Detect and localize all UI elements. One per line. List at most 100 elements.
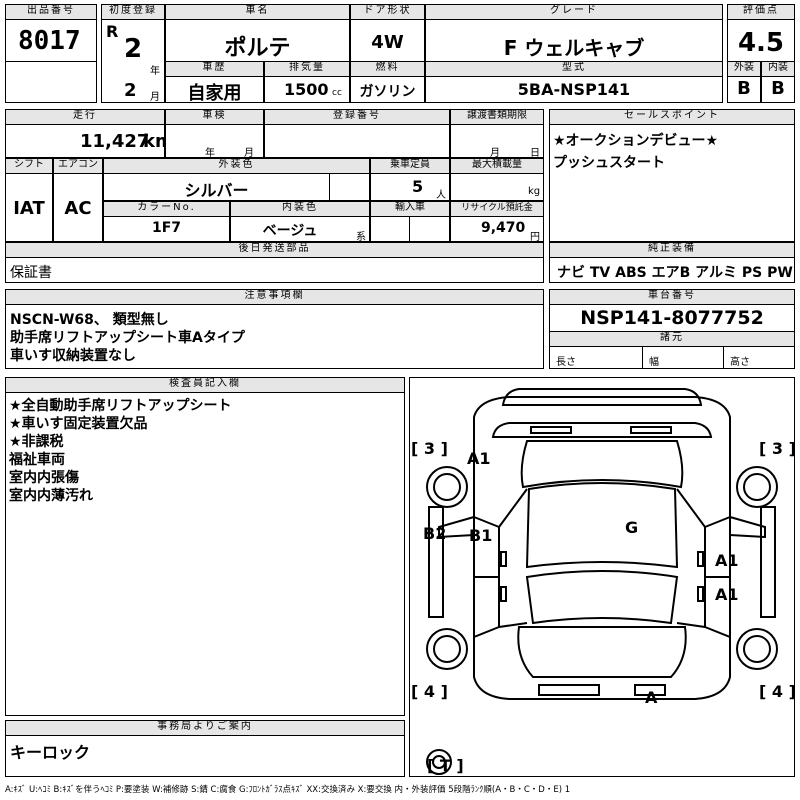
roof [525, 482, 679, 569]
person-unit: 人 [436, 190, 446, 201]
inspection-header: 車検 [165, 109, 264, 125]
right-side-rear [704, 576, 731, 638]
genuine-equipment: ナビ TV ABS エアB アルミ PS PW [557, 265, 793, 281]
capacity-box [370, 173, 450, 201]
insp-month-unit: 月 [244, 148, 254, 159]
corner-rr: [ 4 ] [759, 682, 795, 701]
sales-point-header: セールスポイント [549, 109, 795, 125]
fuel: ガソリン [359, 84, 416, 100]
door-handle-rr [697, 586, 704, 602]
office-box [5, 735, 405, 777]
capacity-header: 乗車定員 [370, 158, 450, 174]
door-type: 4W [371, 32, 404, 53]
reg-no-header: 登録番号 [264, 109, 450, 125]
ext-color-box [103, 173, 330, 201]
import-header: 輸入車 [370, 201, 450, 217]
displacement: 1500 [284, 80, 329, 99]
capacity: 5 [412, 177, 424, 196]
chassis-box [549, 304, 795, 332]
right-pillar [676, 488, 706, 528]
corner-bottom: [ T ] [427, 756, 464, 775]
mark-b1: B1 [469, 526, 492, 545]
kg-unit: kg [528, 186, 541, 197]
inspector-note-1: ★全自動助手席リフトアップシート [9, 398, 232, 414]
exterior-header: 外装 [727, 61, 761, 77]
dims-height-box [723, 346, 795, 369]
width-label: 幅 [649, 357, 659, 368]
lot-number: 8017 [18, 26, 81, 56]
door-header: ドア形状 [350, 4, 425, 20]
shift-header: シフト [5, 158, 53, 174]
score-header: 評価点 [727, 4, 795, 20]
mark-r1: A1 [715, 551, 739, 570]
model: 5BA-NSP141 [517, 80, 631, 99]
corner-fl: [ 3 ] [411, 439, 448, 458]
tyre-rl-outer [426, 628, 468, 670]
color-no: 1F7 [151, 220, 182, 236]
car-name-header: 車名 [165, 4, 350, 20]
sill-left-front [428, 506, 444, 618]
mark-r2: A1 [715, 585, 739, 604]
spare-tyre-outer [426, 749, 452, 775]
recycle-header: リサイクル預託金 [450, 201, 544, 217]
grade-header: グレード [425, 4, 723, 20]
caution-2: 助手席リフトアップシート車Aタイプ [10, 330, 245, 346]
transfer-header: 譲渡書類期限 [450, 109, 544, 125]
inspector-note-6: 室内内薄汚れ [9, 488, 93, 504]
inspector-note-3: ★非課税 [9, 434, 64, 450]
import-box-2 [409, 216, 450, 242]
sales-point-box [549, 124, 795, 242]
office-note-1: キーロック [10, 743, 91, 762]
chassis-header: 車台番号 [549, 289, 795, 305]
insp-year-unit: 年 [205, 148, 215, 159]
history-box [165, 76, 264, 103]
displacement-box [264, 76, 350, 103]
legend: A:ｷｽﾞ U:ﾍｺﾐ B:ｷｽﾞを伴うﾍｺﾐ P:要塗装 W:補修跡 S:錆 … [5, 785, 571, 795]
dims-header: 諸元 [549, 331, 795, 347]
reg-year: 2 [124, 34, 143, 64]
tyre-fr-inner [743, 473, 771, 501]
caution-box [5, 304, 544, 369]
genuine-header: 純正装備 [549, 242, 795, 258]
later-parts: 保証書 [10, 265, 52, 281]
inspector-header: 検査員記入欄 [5, 377, 405, 393]
max-load-box [450, 173, 544, 201]
aircon: AC [64, 198, 92, 219]
door-handle-lf [500, 551, 507, 567]
sill-right-front [760, 506, 776, 618]
hood [491, 422, 713, 438]
wiper-1 [530, 426, 572, 434]
grade: F ウェルキャブ [503, 36, 645, 60]
tyre-rr-outer [736, 628, 778, 670]
model-header: 型式 [425, 61, 723, 77]
corner-rl: [ 4 ] [411, 682, 448, 701]
left-side-rear [473, 576, 500, 638]
ext-color: シルバー [184, 181, 249, 200]
left-pillar [498, 488, 528, 528]
tyre-rr-inner [743, 635, 771, 663]
color-no-box [103, 216, 230, 242]
lot-header: 出品番号 [5, 4, 97, 20]
interior-box [761, 76, 795, 103]
int-color-box [230, 216, 370, 242]
caution-1: NSCN-W68、 類型無し [10, 312, 169, 328]
fuel-box [350, 76, 425, 103]
mark-b2: B2 [423, 524, 446, 543]
sales-point-2: プッシュスタート [553, 155, 665, 171]
first-reg-header: 初度登録 [101, 4, 165, 20]
caution-header: 注意事項欄 [5, 289, 544, 305]
tyre-rl-inner [433, 635, 461, 663]
displacement-header: 排気量 [264, 61, 350, 77]
mirror-right [729, 516, 766, 539]
mileage: 11,427 [80, 131, 150, 152]
body-outline [473, 396, 731, 700]
tyre-fl-inner [433, 473, 461, 501]
kei-unit: 系 [356, 232, 366, 243]
height-label: 高さ [730, 357, 750, 368]
lot-lower-box [5, 61, 97, 103]
reg-month: 2 [124, 80, 137, 101]
transfer-box [450, 124, 544, 158]
rear-gate [517, 626, 687, 678]
caution-3: 車いす収納装置なし [10, 348, 136, 364]
later-parts-header: 後日発送部品 [5, 242, 544, 258]
